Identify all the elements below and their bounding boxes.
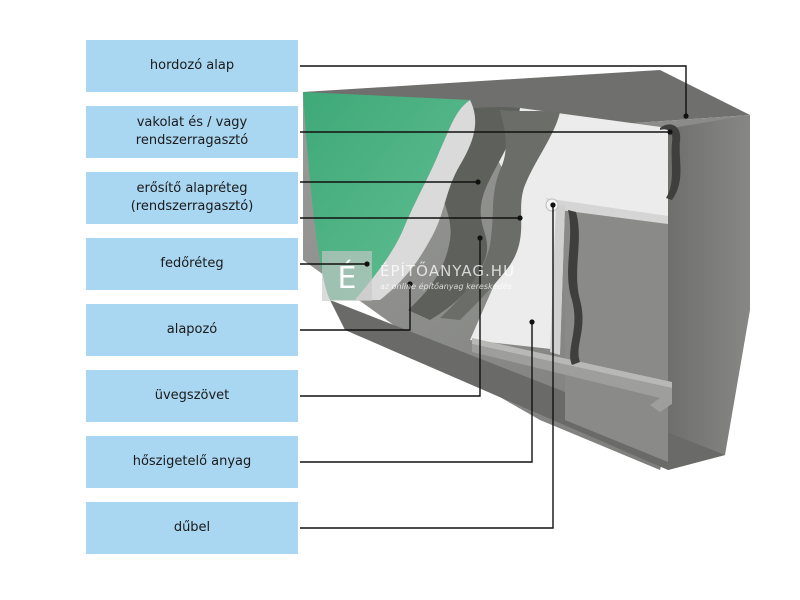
- watermark-subtitle: az online építőanyag kereskedés: [380, 282, 512, 291]
- label-hordozo-alap: hordozó alap: [86, 40, 298, 92]
- primer-layer: [350, 100, 476, 300]
- label-vakolat-rendszerragaszto: vakolat és / vagy rendszerragasztó: [86, 106, 298, 158]
- watermark-logo-letter: É: [338, 260, 357, 296]
- leader-line-dubel: [300, 205, 554, 529]
- leader-dot-hordozo: [683, 113, 689, 119]
- label-alapozo: alapozó: [86, 304, 298, 356]
- label-uvegszovet: üvegszövet: [86, 370, 298, 422]
- label-text: fedőréteg: [160, 256, 224, 271]
- label-text: vakolat és / vagy rendszerragasztó: [135, 115, 249, 148]
- watermark-logo-box: [322, 251, 372, 301]
- label-text: dűbel: [173, 520, 211, 535]
- glass-mesh-layer: [440, 110, 560, 320]
- insulation-edge-side: [550, 205, 565, 355]
- label-text: alapozó: [166, 322, 218, 337]
- leader-line-hordozo-alap: [300, 65, 687, 116]
- label-text: hőszigetelő anyag: [132, 454, 252, 469]
- wall-recess-face: [565, 205, 668, 462]
- profile-front: [472, 344, 672, 412]
- wall-right-side: [660, 115, 750, 470]
- insulation-edge-top: [545, 198, 668, 224]
- leader-dot-ragaszto: [517, 215, 523, 221]
- label-dubel: dűbel: [86, 502, 298, 554]
- top-adhesive-strip: [660, 124, 681, 200]
- leader-line-hoszigetelo: [300, 322, 533, 463]
- label-text: hordozó alap: [149, 58, 235, 73]
- label-text: üvegszövet: [154, 388, 230, 403]
- label-fedoreteg: fedőréteg: [86, 238, 298, 290]
- leader-dot-vakolat: [667, 129, 673, 135]
- leader-line-alapozo: [300, 284, 411, 331]
- edge-adhesive-strip: [568, 210, 583, 365]
- adhesive-layer: [408, 107, 520, 320]
- label-erosito-alapreteg: erősítő alapréteg (rendszerragasztó): [86, 172, 298, 224]
- label-text: erősítő alapréteg (rendszerragasztó): [130, 181, 254, 214]
- leader-dot-alapozo: [407, 281, 413, 287]
- leader-dot-fedoreteg: [364, 261, 370, 267]
- topcoat-layer: [303, 92, 470, 300]
- leader-dot-hoszigetelo: [529, 319, 535, 325]
- leader-dots: [364, 113, 689, 325]
- leader-dot-erosito: [475, 179, 481, 185]
- watermark-title: ÉPÍTŐANYAG.HU: [380, 262, 516, 280]
- leader-lines: [300, 65, 687, 529]
- leader-dot-dubel: [550, 202, 556, 208]
- leader-line-uvegszovet: [300, 238, 481, 397]
- label-hoszigetelo-anyag: hőszigetelő anyag: [86, 436, 298, 488]
- leader-dot-uvegszovet: [477, 235, 483, 241]
